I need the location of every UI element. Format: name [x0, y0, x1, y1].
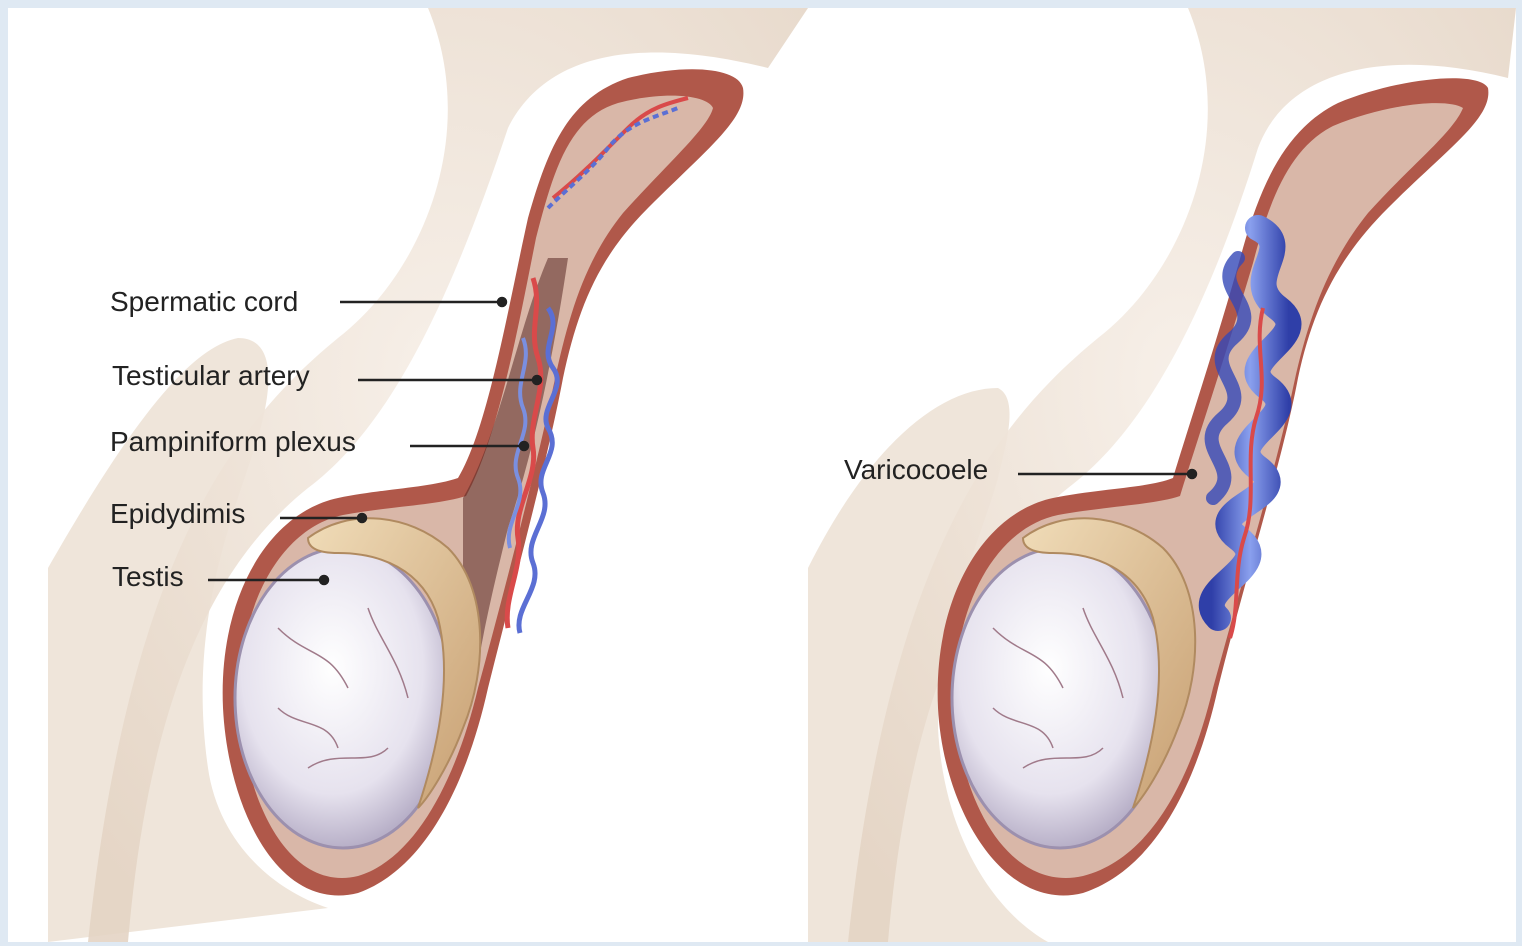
- normal-anatomy-panel: [48, 8, 808, 942]
- label-pampiniform-plexus: Pampiniform plexus: [110, 428, 356, 456]
- label-epididymis: Epidydimis: [110, 500, 245, 528]
- label-varicocele: Varicocoele: [844, 456, 988, 484]
- scrotum-anatomy-illustration: [8, 8, 1516, 942]
- label-testis: Testis: [112, 563, 184, 591]
- label-spermatic-cord: Spermatic cord: [110, 288, 298, 316]
- illustration-frame: Spermatic cord Testicular artery Pampini…: [8, 8, 1516, 942]
- label-testicular-artery: Testicular artery: [112, 362, 310, 390]
